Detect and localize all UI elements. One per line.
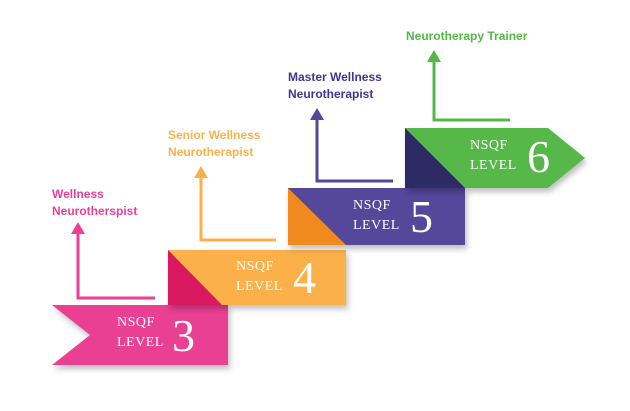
step-level-4: [168, 250, 346, 305]
step-6-nsqf-text: NSQF LEVEL: [470, 136, 517, 176]
role-4-line-2: Neurotherapist: [168, 145, 254, 159]
role-label-level-4: Senior Wellness Neurotherapist: [168, 127, 260, 161]
arrow-5-line: [315, 118, 393, 183]
step-4-nsqf-text: NSQF LEVEL: [236, 257, 283, 297]
arrow-3-line: [76, 232, 155, 300]
arrow-6-line: [432, 60, 510, 122]
step-5-nsqf-text: NSQF LEVEL: [353, 196, 400, 236]
arrow-3-head: [71, 222, 85, 234]
arrow-5-head: [310, 108, 324, 120]
arrow-4-line: [199, 176, 276, 242]
step-4-ribbon: [168, 250, 346, 305]
step-6-level-number: 6: [527, 131, 550, 182]
arrow-4-head: [194, 166, 208, 178]
arrow-level-5: [310, 108, 393, 183]
step-6-nsqf: NSQF: [470, 138, 508, 153]
step-4-nsqf: NSQF: [236, 259, 274, 274]
step-5-level-word: LEVEL: [353, 218, 400, 233]
step-4-level-word: LEVEL: [236, 279, 283, 294]
role-label-level-6: Neurotherapy Trainer: [406, 28, 527, 45]
arrow-6-head: [427, 50, 441, 62]
step-3-nsqf-text: NSQF LEVEL: [117, 313, 164, 353]
role-3-line-1: Wellness: [52, 187, 104, 201]
step-6-dark-corner: [405, 128, 465, 188]
role-5-line-1: Master Wellness: [288, 70, 382, 84]
role-3-line-2: Neurotherspist: [52, 204, 138, 218]
step-3-ribbon: [52, 305, 228, 365]
step-5-level-number: 5: [410, 191, 433, 242]
step-4-level-number: 4: [293, 252, 316, 303]
step-5-dark-corner: [288, 188, 346, 245]
role-label-level-5: Master Wellness Neurotherapist: [288, 69, 382, 103]
arrow-level-6: [427, 50, 510, 122]
step-5-nsqf: NSQF: [353, 198, 391, 213]
step-level-6: [405, 128, 585, 188]
step-3-level-word: LEVEL: [117, 335, 164, 350]
role-4-line-1: Senior Wellness: [168, 128, 261, 142]
step-5-ribbon: [288, 188, 465, 245]
step-6-level-word: LEVEL: [470, 158, 517, 173]
role-6-line-1: Neurotherapy Trainer: [406, 29, 528, 43]
step-3-level-number: 3: [172, 310, 195, 361]
step-3-nsqf: NSQF: [117, 315, 155, 330]
arrow-level-4: [194, 166, 276, 242]
arrow-level-3: [71, 222, 155, 300]
role-5-line-2: Neurotherapist: [288, 87, 374, 101]
role-label-level-3: Wellness Neurotherspist: [52, 186, 137, 220]
step-4-dark-corner: [168, 250, 222, 305]
step-level-5: [288, 188, 465, 245]
